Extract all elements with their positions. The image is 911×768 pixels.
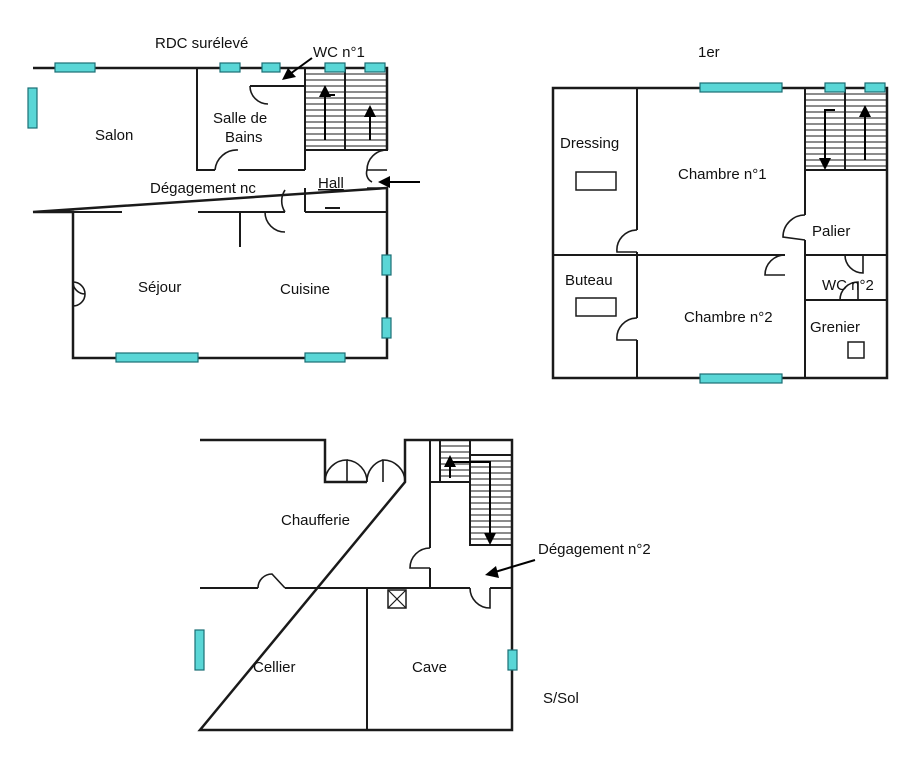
grenier-door bbox=[839, 281, 859, 301]
wc1-pointer-arrowhead bbox=[282, 68, 296, 80]
basement-stair-arrowhead-up bbox=[444, 455, 456, 467]
degagement-door bbox=[280, 188, 306, 213]
first-stair-arrow-1 bbox=[824, 109, 835, 160]
wc1-pointer-arrow bbox=[289, 57, 313, 75]
dressing-fixture bbox=[575, 171, 617, 191]
first-floor-plan: 1er Dressing Chambre n°1 Palier Buteau C… bbox=[551, 44, 889, 384]
grenier-fixture bbox=[847, 341, 865, 359]
ground-floor-plan: RDC surélevé Salon Salle de Bains WC n°1… bbox=[27, 35, 420, 363]
basement-stair-arrow bbox=[449, 461, 491, 535]
ground-window-bottom-1 bbox=[115, 352, 199, 363]
degagement2-pointer-arrow bbox=[494, 559, 536, 573]
room-label-sejour: Séjour bbox=[138, 279, 181, 296]
degagement2-pointer-arrowhead bbox=[485, 566, 499, 578]
room-label-degagement: Dégagement nc bbox=[150, 180, 256, 197]
cellier-door bbox=[257, 573, 286, 589]
hall-small-door bbox=[365, 169, 373, 183]
room-label-chambre2: Chambre n°2 bbox=[684, 309, 773, 326]
chambre1-door bbox=[782, 214, 806, 241]
first-window-top-3 bbox=[864, 82, 886, 93]
room-label-salon: Salon bbox=[95, 127, 133, 144]
ground-stairs bbox=[304, 67, 388, 151]
entry-arrowhead bbox=[378, 176, 390, 188]
basement-outer-wall bbox=[197, 438, 514, 732]
first-window-top-1 bbox=[699, 82, 783, 93]
room-label-wc1: WC n°1 bbox=[313, 44, 365, 61]
cave-door bbox=[469, 587, 491, 609]
ventilation-duct-icon bbox=[387, 589, 407, 609]
room-label-dressing: Dressing bbox=[560, 135, 619, 152]
basement-window-right bbox=[507, 649, 518, 671]
degagement2-door bbox=[409, 547, 431, 569]
ground-window-top-3 bbox=[261, 62, 281, 73]
basement-window-left bbox=[194, 629, 205, 671]
first-stairs bbox=[804, 87, 888, 171]
sejour-french-door bbox=[72, 281, 86, 307]
chaufferie-double-door bbox=[324, 459, 406, 483]
ground-floor-title: RDC surélevé bbox=[155, 35, 248, 52]
chaufferie-arc-left bbox=[346, 459, 368, 483]
ground-window-bottom-2 bbox=[304, 352, 346, 363]
basement-interior-walls bbox=[200, 440, 512, 730]
room-label-chambre1: Chambre n°1 bbox=[678, 166, 767, 183]
ground-window-top-2 bbox=[219, 62, 241, 73]
sejour-door bbox=[264, 211, 286, 233]
room-label-cellier: Cellier bbox=[253, 659, 296, 676]
ground-stair-arrowhead-1 bbox=[319, 85, 331, 97]
ground-window-top-5 bbox=[364, 62, 386, 73]
basement-plan: Chaufferie Dégagement n°2 Cellier Cave S… bbox=[194, 438, 651, 732]
room-label-hall: Hall bbox=[318, 175, 344, 192]
first-window-bottom bbox=[699, 373, 783, 384]
ground-stair-arrow-1 bbox=[324, 94, 335, 140]
basement-stairs bbox=[439, 439, 513, 546]
bureau-fixture bbox=[575, 297, 617, 317]
dressing-door bbox=[616, 229, 638, 253]
chambre2-door bbox=[764, 254, 786, 276]
room-label-salle-de-bains-2: Bains bbox=[225, 129, 263, 146]
room-label-palier: Palier bbox=[812, 223, 850, 240]
wc2-door bbox=[844, 254, 864, 274]
basement-floor-title: S/Sol bbox=[543, 690, 579, 707]
bureau-door bbox=[616, 317, 638, 341]
room-label-bureau: Buteau bbox=[565, 272, 613, 289]
ground-window-right-2 bbox=[381, 317, 392, 339]
chaufferie-arc-right bbox=[366, 459, 384, 483]
ground-window-top-4 bbox=[324, 62, 346, 73]
room-label-wc2: WC n°2 bbox=[822, 277, 874, 294]
ground-stair-arrowhead-2 bbox=[364, 105, 376, 117]
first-floor-title: 1er bbox=[698, 44, 720, 61]
room-label-cuisine: Cuisine bbox=[280, 281, 330, 298]
ground-window-top-1 bbox=[54, 62, 96, 73]
room-label-cave: Cave bbox=[412, 659, 447, 676]
wc1-door bbox=[249, 85, 269, 105]
hall-entry-door bbox=[366, 149, 388, 171]
ground-window-left bbox=[27, 87, 38, 129]
salle-de-bains-door bbox=[214, 149, 239, 171]
room-label-degagement2: Dégagement n°2 bbox=[538, 541, 651, 558]
first-stair-arrowhead-1 bbox=[819, 158, 831, 170]
ground-window-right-1 bbox=[381, 254, 392, 276]
room-label-chaufferie: Chaufferie bbox=[281, 512, 350, 529]
first-stair-arrowhead-2 bbox=[859, 105, 871, 117]
room-label-grenier: Grenier bbox=[810, 319, 860, 336]
first-window-top-2 bbox=[824, 82, 846, 93]
basement-stair-arrowhead-down bbox=[484, 533, 496, 545]
room-label-salle-de-bains-1: Salle de bbox=[213, 110, 267, 127]
